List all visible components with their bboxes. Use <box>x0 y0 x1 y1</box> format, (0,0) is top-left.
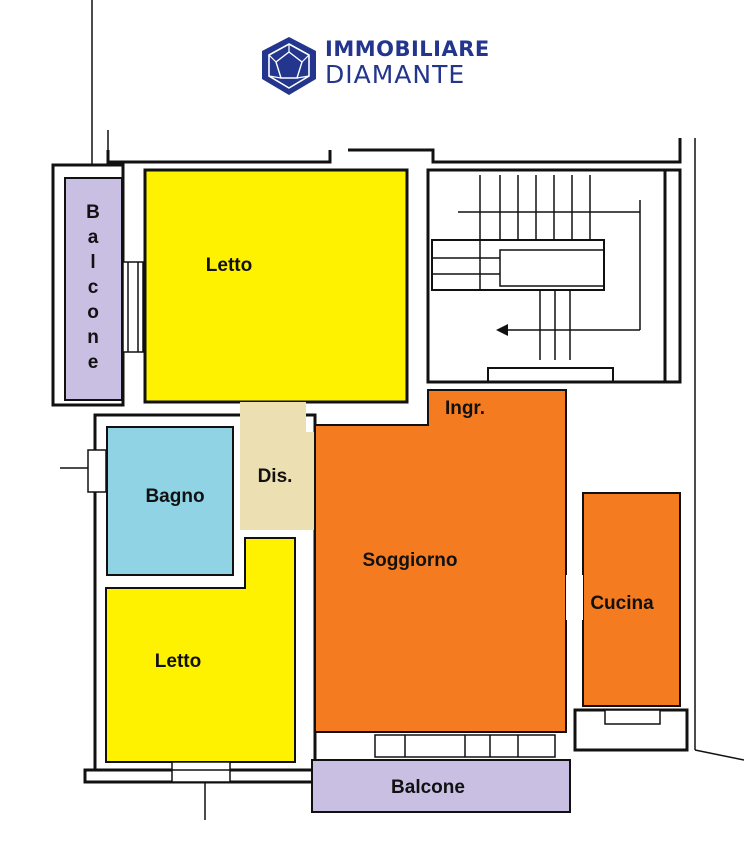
brand-name-line2: DIAMANTE <box>325 60 465 89</box>
brand-name-line1: IMMOBILIARE <box>325 37 490 61</box>
living-room <box>314 389 567 733</box>
kitchen-label: Cucina <box>590 593 654 614</box>
construction-lines <box>60 0 744 820</box>
brand-logo: IMMOBILIARE DIAMANTE <box>262 37 490 95</box>
balcony-bottom <box>311 759 571 813</box>
bedroom-bottom <box>105 537 296 763</box>
rooms <box>64 168 681 813</box>
living-room-label: Soggiorno <box>363 550 458 571</box>
entrance-label: Ingr. <box>445 398 485 419</box>
bathroom-label: Bagno <box>145 486 204 507</box>
hallway-label: Dis. <box>258 466 293 487</box>
balcony-bottom-label: Balcone <box>391 777 465 798</box>
bedroom-bottom-label: Letto <box>155 651 201 672</box>
stair-arrow-icon <box>496 324 508 336</box>
diamond-logo-icon <box>262 37 316 95</box>
bathroom <box>106 426 234 576</box>
balcony-side <box>64 177 123 401</box>
staircase <box>431 175 641 383</box>
bedroom-top <box>143 168 409 404</box>
hallway <box>240 402 315 530</box>
kitchen <box>582 492 681 707</box>
bedroom-top-label: Letto <box>206 255 252 276</box>
windows <box>87 261 661 783</box>
